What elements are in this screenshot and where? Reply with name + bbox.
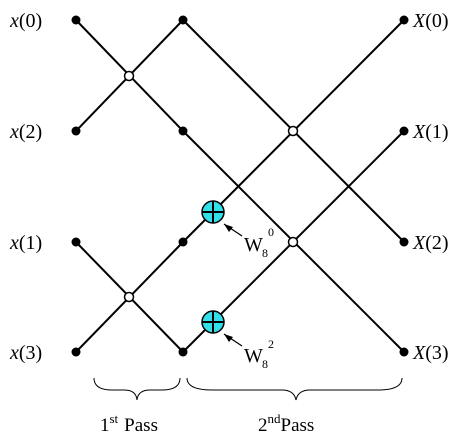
input-node [71, 347, 81, 357]
input-label-x3: x(3) [9, 342, 42, 364]
output-label-X0: X(0) [412, 10, 449, 32]
junction-node [287, 236, 299, 248]
input-label-x0: x(0) [9, 10, 42, 32]
output-label-X2: X(2) [412, 232, 449, 254]
output-node [399, 126, 409, 136]
input-label-x2: x(2) [9, 121, 42, 143]
multiplier-symbol-w2 [201, 310, 225, 334]
output-node [399, 237, 409, 247]
twiddle-arrow-w2 [223, 333, 243, 347]
output-labels: X(0) X(1) X(2) X(3) [412, 10, 449, 364]
twiddle-w0: W 8 0 [244, 225, 274, 260]
input-node [71, 126, 81, 136]
twiddle-w2: W 8 2 [244, 337, 274, 371]
junction-node [123, 70, 135, 82]
twiddle-superscript: 2 [268, 337, 274, 351]
input-label-x1: x(1) [9, 232, 42, 254]
intermediate-node [178, 15, 188, 25]
intermediate-node [178, 126, 188, 136]
output-label-X1: X(1) [412, 121, 449, 143]
twiddle-base: W [244, 345, 263, 367]
twiddle-subscript: 8 [262, 246, 268, 260]
second-pass-wires [182, 19, 405, 353]
input-node [71, 237, 81, 247]
input-node [71, 15, 81, 25]
junction-node [123, 291, 135, 303]
twiddle-superscript: 0 [268, 225, 274, 239]
intermediate-node [178, 347, 188, 357]
crossing-junctions [123, 70, 299, 303]
second-pass-label: 2ndPass [258, 411, 314, 436]
twiddle-arrow-w0 [223, 223, 243, 237]
output-node [399, 15, 409, 25]
twiddle-subscript: 8 [262, 357, 268, 371]
solid-nodes [71, 15, 409, 357]
second-pass-brace [186, 377, 403, 401]
input-labels: x(0) x(2) x(1) x(3) [9, 10, 42, 364]
junction-node [287, 125, 299, 137]
multiplier-symbol-w0 [201, 200, 225, 224]
first-pass-brace [93, 377, 181, 401]
intermediate-node [178, 237, 188, 247]
output-node [399, 347, 409, 357]
output-label-X3: X(3) [412, 342, 449, 364]
twiddle-base: W [244, 234, 263, 256]
